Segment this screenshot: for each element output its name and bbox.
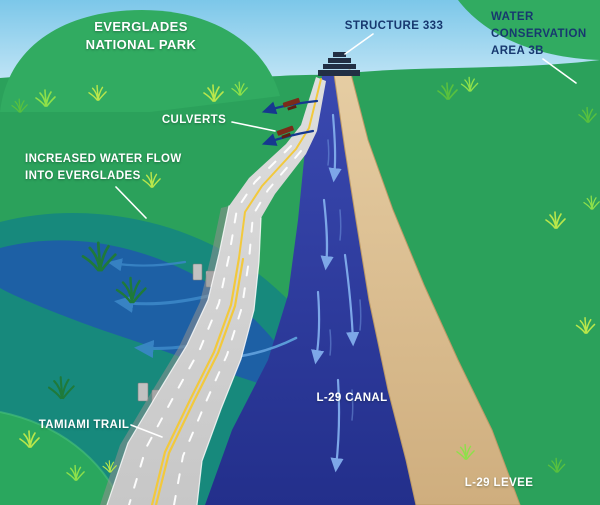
white-labels: EVERGLADES NATIONAL PARK CULVERTS INCREA… [25, 19, 533, 489]
label-l29-levee: L-29 LEVEE [465, 477, 534, 489]
connector-lines [115, 33, 577, 438]
trail-pointer-line [130, 424, 163, 438]
bottom-left-green [0, 412, 122, 505]
canal-water [205, 74, 416, 505]
label-everglades-line2: NATIONAL PARK [86, 37, 197, 52]
label-everglades-line1: EVERGLADES [94, 19, 188, 34]
edge-line-right [196, 217, 262, 505]
yellow-center-line-right [154, 257, 245, 505]
label-structure-333: STRUCTURE 333 [345, 20, 444, 32]
navy-labels: STRUCTURE 333 WATER CONSERVATION AREA 3B [345, 11, 587, 57]
label-wca-line2: CONSERVATION [491, 28, 587, 40]
wca-corner [458, 0, 600, 60]
lane-dashes-right [173, 150, 302, 505]
road-tamiami-trail [107, 77, 326, 505]
lane-dashes-left [128, 145, 292, 505]
yellow-center-line-left [150, 256, 241, 505]
label-wca-line1: WATER [491, 11, 534, 23]
label-culverts: CULVERTS [162, 114, 226, 126]
flow-pointer-line [115, 186, 147, 219]
hill-everglades [0, 10, 280, 112]
label-flow-line1: INCREASED WATER FLOW [25, 153, 182, 165]
label-tamiami-trail: TAMIAMI TRAIL [39, 419, 130, 431]
culverts-graphic [276, 97, 300, 139]
structure-333-graphic [318, 52, 360, 76]
canal-flow-arrows [311, 113, 362, 473]
structure-pointer-line [344, 33, 374, 55]
road-underside-shadow [100, 206, 229, 505]
edge-line-left [106, 205, 230, 505]
label-flow-line2: INTO EVERGLADES [25, 170, 141, 182]
label-l29-canal: L-29 CANAL [316, 392, 387, 404]
levee [333, 69, 521, 505]
wca-pointer-line [542, 58, 577, 84]
road-markings [106, 78, 322, 505]
yellow-center-line-top [238, 78, 322, 259]
culverts-pointer-line [231, 121, 276, 132]
label-wca-line3: AREA 3B [491, 45, 544, 57]
